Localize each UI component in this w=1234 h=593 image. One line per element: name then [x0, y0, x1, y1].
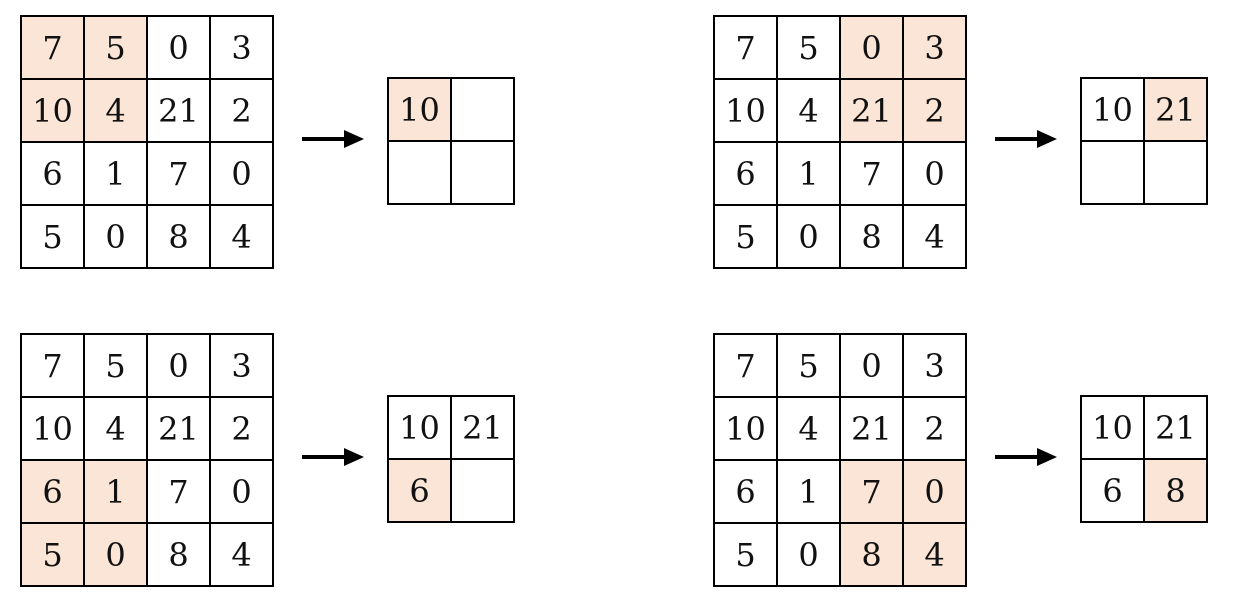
input-cell: 2	[904, 80, 967, 143]
input-matrix: 7 5 0 3 10 4 21 2 6 1 7 0 5 0 8 4	[20, 15, 274, 269]
input-cell: 7	[148, 143, 211, 206]
input-cell: 4	[904, 524, 967, 587]
input-cell: 0	[841, 335, 904, 398]
input-cell: 1	[85, 461, 148, 524]
input-cell: 8	[148, 524, 211, 587]
input-cell: 5	[778, 335, 841, 398]
input-cell: 3	[904, 335, 967, 398]
output-cell	[452, 79, 515, 142]
output-cell	[389, 142, 452, 205]
input-cell: 0	[904, 461, 967, 524]
pooling-step-1: 7 5 0 3 10 4 21 2 6 1 7 0 5 0 8 4 10	[20, 15, 580, 275]
input-cell: 8	[841, 206, 904, 269]
input-cell: 4	[778, 398, 841, 461]
pooling-step-2: 7 5 0 3 10 4 21 2 6 1 7 0 5 0 8 4 10 21	[713, 15, 1234, 275]
input-cell: 1	[85, 143, 148, 206]
input-cell: 0	[85, 524, 148, 587]
input-cell: 0	[148, 335, 211, 398]
input-cell: 21	[148, 398, 211, 461]
input-cell: 5	[22, 524, 85, 587]
output-cell: 6	[1082, 460, 1145, 523]
input-cell: 0	[211, 461, 274, 524]
input-cell: 21	[841, 398, 904, 461]
pooling-step-4: 7 5 0 3 10 4 21 2 6 1 7 0 5 0 8 4 10 21 …	[713, 333, 1234, 593]
input-cell: 0	[148, 17, 211, 80]
input-cell: 7	[22, 335, 85, 398]
input-cell: 5	[778, 17, 841, 80]
input-cell: 7	[841, 461, 904, 524]
output-cell	[452, 142, 515, 205]
input-cell: 4	[211, 206, 274, 269]
input-cell: 5	[715, 524, 778, 587]
output-cell	[1082, 142, 1145, 205]
right-arrow-icon	[302, 130, 364, 148]
input-cell: 2	[904, 398, 967, 461]
output-cell: 21	[1145, 397, 1208, 460]
output-cell: 6	[389, 460, 452, 523]
input-cell: 7	[22, 17, 85, 80]
input-cell: 5	[85, 17, 148, 80]
input-cell: 6	[22, 143, 85, 206]
output-cell: 10	[389, 397, 452, 460]
input-cell: 7	[715, 335, 778, 398]
output-cell: 21	[452, 397, 515, 460]
input-cell: 0	[778, 206, 841, 269]
input-cell: 5	[715, 206, 778, 269]
input-cell: 4	[85, 80, 148, 143]
input-cell: 10	[22, 398, 85, 461]
output-matrix: 10 21 6 8	[1080, 395, 1208, 523]
output-cell: 10	[389, 79, 452, 142]
input-cell: 21	[148, 80, 211, 143]
output-cell	[452, 460, 515, 523]
input-cell: 10	[22, 80, 85, 143]
input-matrix: 7 5 0 3 10 4 21 2 6 1 7 0 5 0 8 4	[713, 15, 967, 269]
input-cell: 6	[22, 461, 85, 524]
input-cell: 4	[778, 80, 841, 143]
input-cell: 0	[211, 143, 274, 206]
input-cell: 4	[85, 398, 148, 461]
output-cell: 10	[1082, 397, 1145, 460]
input-cell: 0	[778, 524, 841, 587]
right-arrow-icon	[302, 448, 364, 466]
input-cell: 0	[841, 17, 904, 80]
right-arrow-icon	[995, 130, 1057, 148]
output-matrix: 10 21 6	[387, 395, 515, 523]
input-cell: 8	[148, 206, 211, 269]
input-cell: 3	[904, 17, 967, 80]
input-cell: 6	[715, 461, 778, 524]
output-matrix: 10	[387, 77, 515, 205]
input-cell: 5	[85, 335, 148, 398]
input-cell: 21	[841, 80, 904, 143]
right-arrow-icon	[995, 448, 1057, 466]
input-matrix: 7 5 0 3 10 4 21 2 6 1 7 0 5 0 8 4	[20, 333, 274, 587]
input-cell: 3	[211, 17, 274, 80]
output-cell	[1145, 142, 1208, 205]
input-cell: 0	[85, 206, 148, 269]
input-cell: 5	[22, 206, 85, 269]
output-cell: 10	[1082, 79, 1145, 142]
input-cell: 0	[904, 143, 967, 206]
input-cell: 7	[715, 17, 778, 80]
input-cell: 1	[778, 461, 841, 524]
input-cell: 7	[841, 143, 904, 206]
input-cell: 10	[715, 398, 778, 461]
input-cell: 2	[211, 398, 274, 461]
input-cell: 3	[211, 335, 274, 398]
input-cell: 10	[715, 80, 778, 143]
input-cell: 4	[211, 524, 274, 587]
input-cell: 2	[211, 80, 274, 143]
input-matrix: 7 5 0 3 10 4 21 2 6 1 7 0 5 0 8 4	[713, 333, 967, 587]
output-matrix: 10 21	[1080, 77, 1208, 205]
input-cell: 6	[715, 143, 778, 206]
pooling-step-3: 7 5 0 3 10 4 21 2 6 1 7 0 5 0 8 4 10 21 …	[20, 333, 580, 593]
input-cell: 1	[778, 143, 841, 206]
input-cell: 8	[841, 524, 904, 587]
input-cell: 4	[904, 206, 967, 269]
input-cell: 7	[148, 461, 211, 524]
output-cell: 21	[1145, 79, 1208, 142]
output-cell: 8	[1145, 460, 1208, 523]
